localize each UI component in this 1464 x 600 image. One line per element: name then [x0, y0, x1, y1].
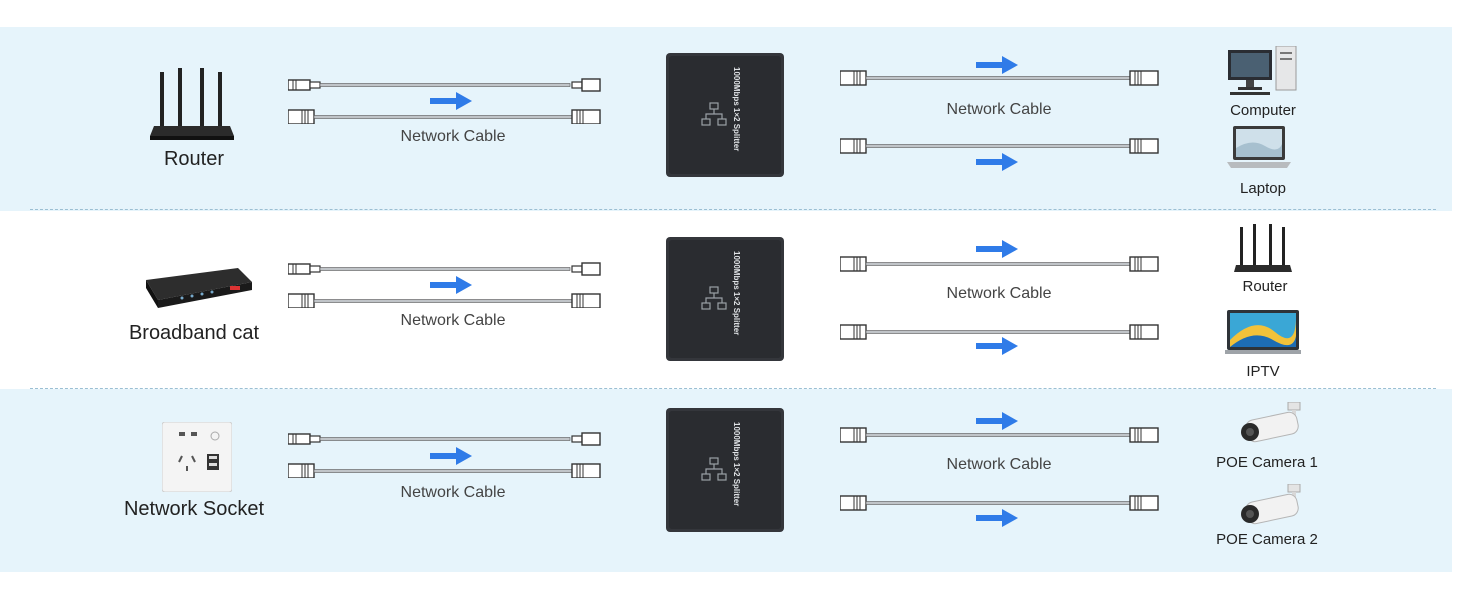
router-icon — [1234, 224, 1292, 276]
cable-label: Network Cable — [400, 128, 506, 145]
splitter-device: 1000Mbps 1×2 Splitter — [666, 408, 784, 532]
cable-label: Network Cable — [400, 484, 506, 501]
output-cables — [840, 70, 1159, 154]
splitter-label: 1000Mbps 1×2 Splitter — [732, 251, 741, 335]
cable-label: Network Cable — [400, 312, 506, 329]
computer-icon — [1228, 46, 1300, 96]
laptop-icon — [1227, 126, 1291, 170]
tv-icon — [1225, 310, 1301, 358]
connection-row-1: Router Network Cable 1000Mbps 1×2 Splitt… — [0, 40, 1452, 215]
cable-label: Network Cable — [946, 285, 1052, 302]
splitter-device: 1000Mbps 1×2 Splitter — [666, 237, 784, 361]
direction-arrow — [976, 153, 1018, 171]
device-label: Laptop — [1240, 180, 1286, 197]
input-cables — [288, 432, 601, 478]
connection-row-2: Broadband cat Network Cable 1000Mbps 1×2… — [0, 222, 1452, 397]
input-cables — [288, 262, 601, 308]
direction-arrow — [976, 240, 1018, 258]
device-label: IPTV — [1246, 363, 1280, 380]
input-cables — [288, 78, 601, 124]
direction-arrow — [976, 412, 1018, 430]
modem-icon — [134, 262, 254, 310]
wall-socket-icon — [162, 422, 232, 492]
splitter-label: 1000Mbps 1×2 Splitter — [732, 422, 741, 506]
device-label: POE Camera 1 — [1216, 454, 1318, 471]
direction-arrow — [430, 276, 472, 294]
direction-arrow — [430, 92, 472, 110]
camera-icon — [1236, 402, 1304, 446]
source-label: Router — [163, 148, 225, 170]
device-label: POE Camera 2 — [1216, 531, 1318, 548]
cable-label: Network Cable — [946, 456, 1052, 473]
row-divider — [30, 388, 1436, 389]
source-label: Network Socket — [123, 498, 265, 520]
output-cables — [840, 256, 1159, 340]
source-label: Broadband cat — [128, 322, 260, 344]
direction-arrow — [976, 509, 1018, 527]
device-label: Computer — [1230, 102, 1296, 119]
direction-arrow — [976, 337, 1018, 355]
direction-arrow — [430, 447, 472, 465]
output-cables — [840, 427, 1159, 511]
splitter-device: 1000Mbps 1×2 Splitter — [666, 53, 784, 177]
device-label: Router — [1242, 278, 1288, 295]
row-divider — [30, 209, 1436, 210]
cable-label: Network Cable — [946, 101, 1052, 118]
splitter-label: 1000Mbps 1×2 Splitter — [732, 67, 741, 151]
camera-icon — [1236, 484, 1304, 528]
direction-arrow — [976, 56, 1018, 74]
router-icon — [150, 68, 234, 144]
connection-row-3: Network Socket Network Cable 1000Mbps 1×… — [0, 398, 1452, 573]
